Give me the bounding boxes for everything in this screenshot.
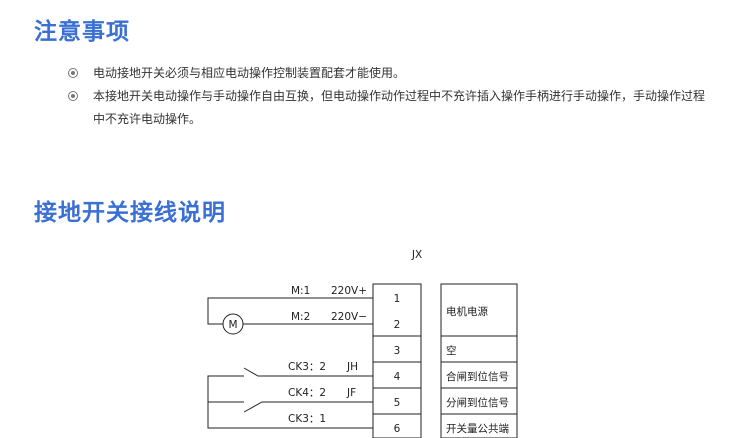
note-text: 本接地开关电动操作与手动操作自由互换，但电动操作动作过程中不充许插入操作手柄进行…: [93, 89, 706, 126]
wire-label: CK3：2: [288, 361, 326, 373]
wire-label: M:1: [291, 285, 310, 297]
circle-bullet-icon: [68, 91, 78, 101]
motor-symbol: M: [228, 319, 237, 331]
wiring-diagram: JX 1 2 3 4 5 6 电机电源 空 合闸到位信号 分闸到位信号 开关量公…: [207, 249, 518, 438]
switch-contact-jh: [243, 367, 373, 377]
note-item: 电动接地开关必须与相应电动操作控制装置配套才能使用。: [68, 62, 708, 85]
wire-label: 220V+: [331, 285, 367, 297]
terminal-block: [372, 283, 422, 438]
function-label: 合闸到位信号: [446, 370, 509, 383]
circle-bullet-icon: [68, 68, 78, 78]
terminal-number: 4: [394, 371, 401, 383]
switch-contact-jf: [243, 401, 373, 413]
function-block: [440, 283, 518, 438]
terminal-number: 1: [394, 293, 401, 305]
terminal-number: 6: [394, 423, 401, 435]
function-label: 空: [446, 344, 457, 357]
notes-list: 电动接地开关必须与相应电动操作控制装置配套才能使用。 本接地开关电动操作与手动操…: [68, 62, 708, 131]
terminal-number: 5: [394, 397, 401, 409]
terminal-block-label: JX: [411, 249, 422, 261]
wire-label: 220V−: [331, 311, 367, 323]
function-label: 分闸到位信号: [446, 396, 509, 409]
note-text: 电动接地开关必须与相应电动操作控制装置配套才能使用。: [93, 66, 406, 80]
terminal-number: 3: [394, 345, 401, 357]
function-label: 电机电源: [446, 305, 488, 318]
wiring-heading: 接地开关接线说明: [34, 200, 226, 226]
wire-label: CK3：1: [288, 413, 326, 425]
wire-label: JF: [346, 387, 356, 399]
wire-label: M:2: [291, 311, 310, 323]
notes-heading: 注意事项: [34, 19, 130, 45]
common-wire: [207, 402, 373, 429]
function-label: 开关量公共端: [446, 422, 509, 435]
note-item: 本接地开关电动操作与手动操作自由互换，但电动操作动作过程中不充许插入操作手柄进行…: [68, 85, 708, 131]
signal-wire: [207, 375, 244, 403]
motor-wire: [207, 297, 373, 325]
wire-label: JH: [346, 361, 358, 373]
terminal-number: 2: [394, 319, 401, 331]
wire-label: CK4：2: [288, 387, 326, 399]
